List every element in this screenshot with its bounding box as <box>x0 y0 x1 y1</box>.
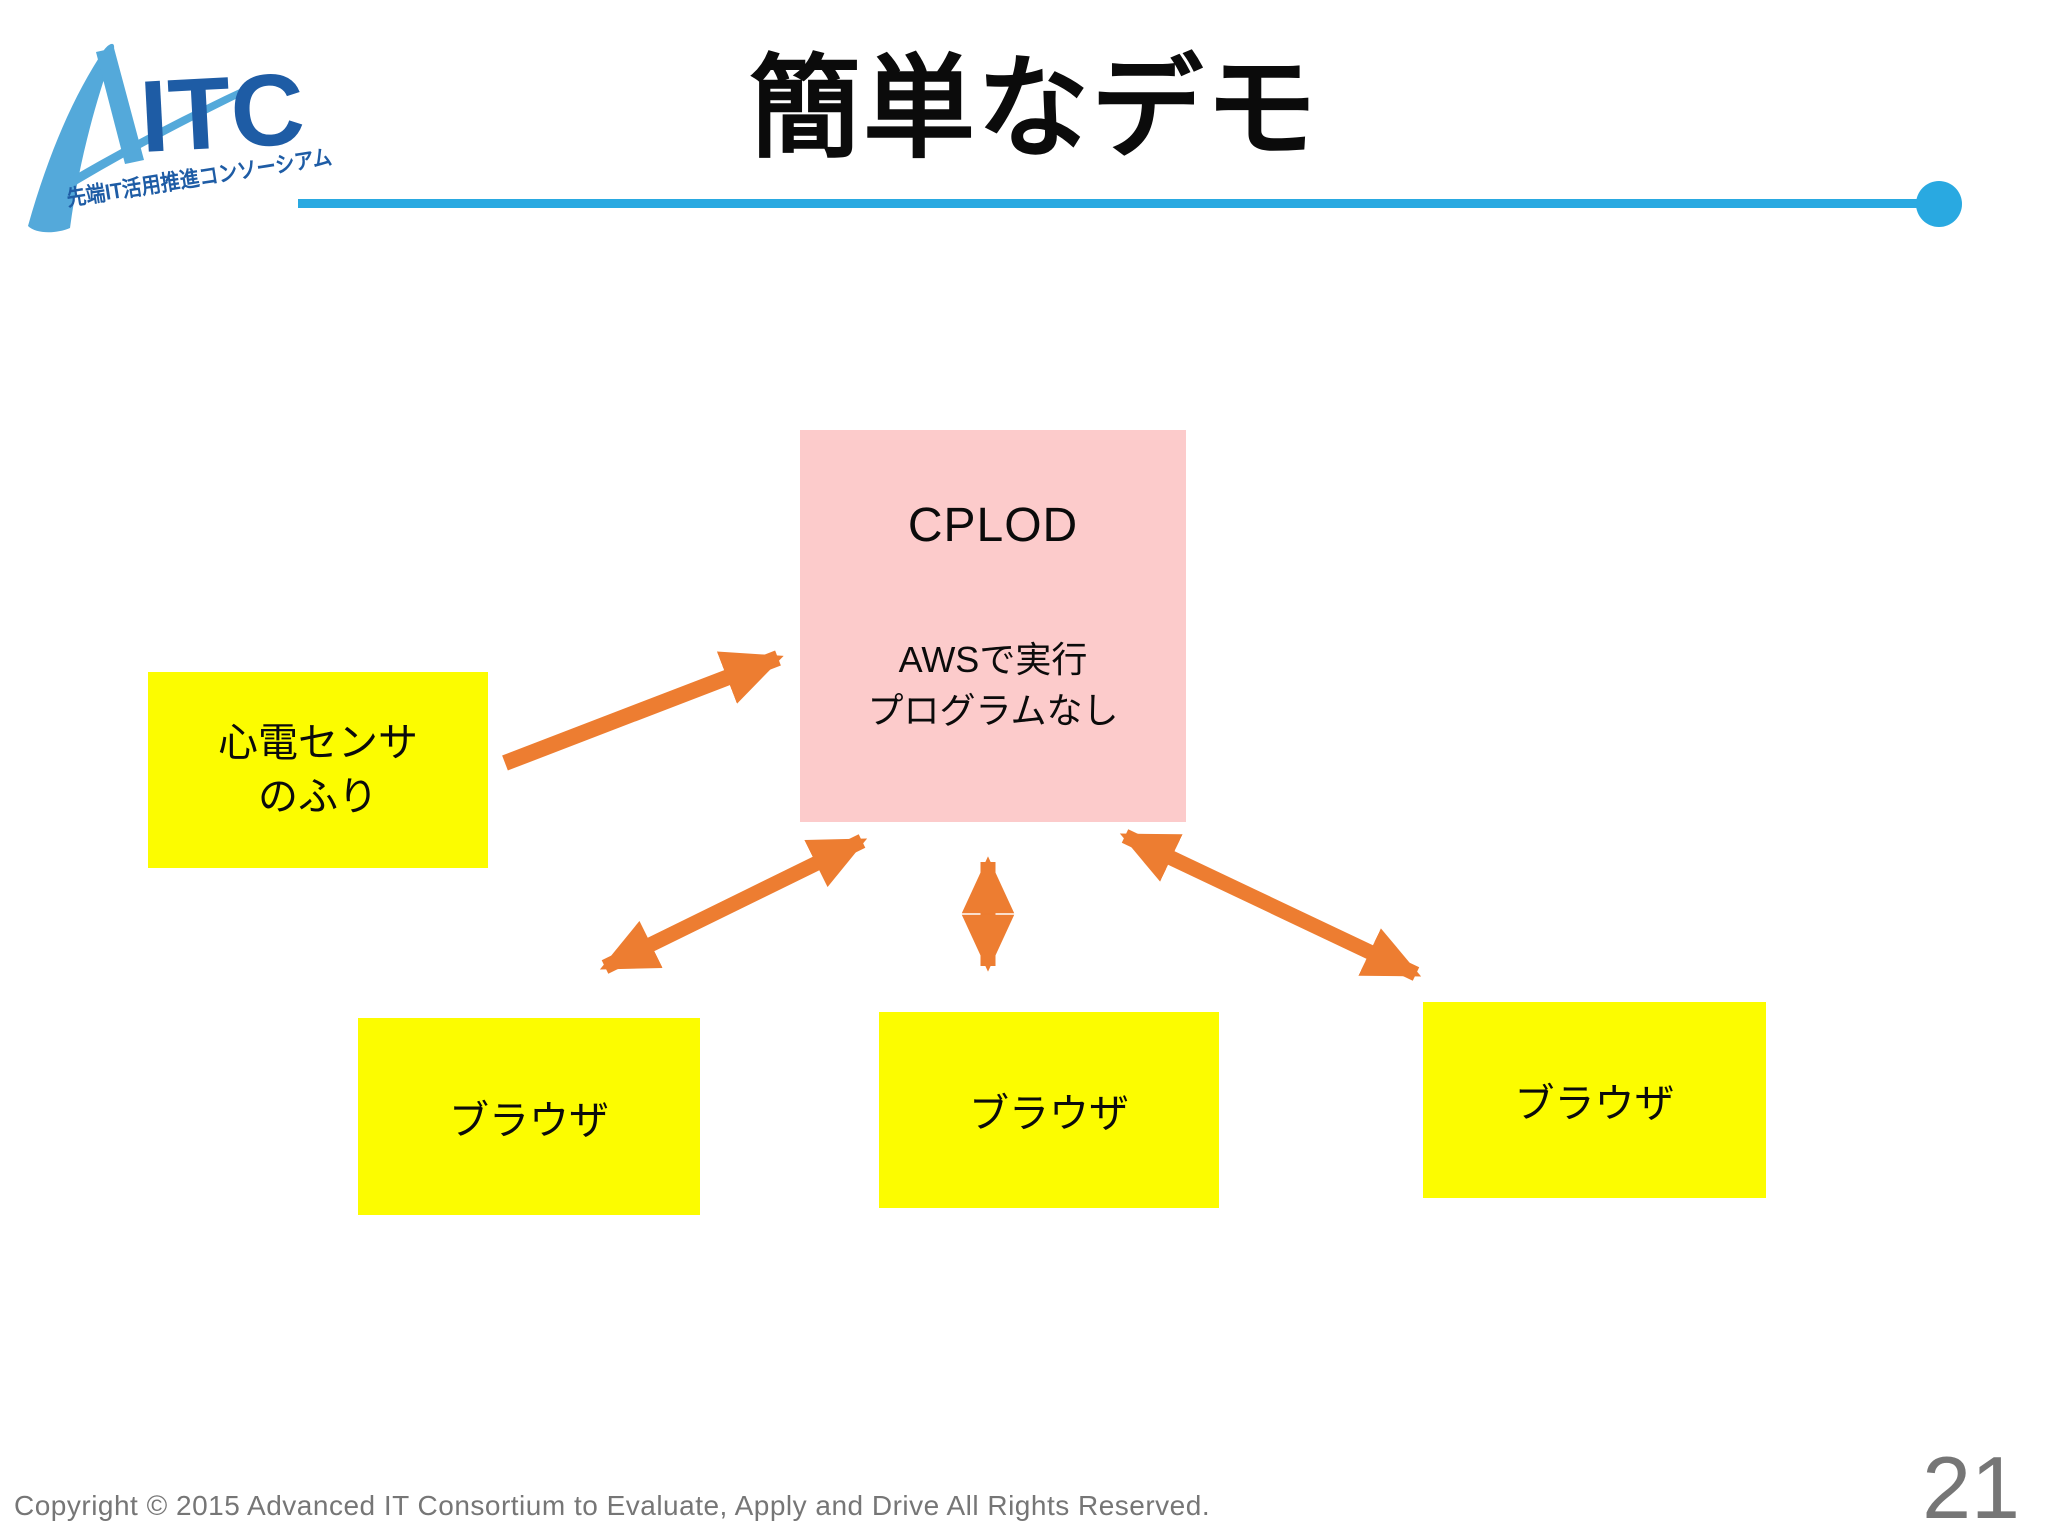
logo-crossbar-icon <box>70 86 248 186</box>
browser-box-left: ブラウザ <box>358 1018 700 1215</box>
browser-box-label: ブラウザ <box>969 1092 1129 1136</box>
sensor-box-line2: のふり <box>258 775 378 819</box>
cplod-box-line2: プログラムなし <box>867 690 1119 732</box>
logo-a-right-leg-icon <box>96 48 144 164</box>
title-divider-line <box>298 199 1936 208</box>
cplod-box-title: CPLOD <box>907 499 1079 552</box>
aitc-logo-icon: ITC 先端IT活用推進コンソーシアム <box>28 43 333 233</box>
sensor-box: 心電センサ のふり <box>148 672 488 868</box>
cplod-box-description: AWSで実行 プログラムなし <box>868 634 1119 736</box>
logo-letters: ITC <box>137 52 307 174</box>
browser-box-center: ブラウザ <box>879 1012 1219 1208</box>
browser-box-right: ブラウザ <box>1423 1002 1766 1198</box>
browser-box-label: ブラウザ <box>449 1098 609 1143</box>
arrow-cplod-to-browser-right-icon <box>1119 829 1422 981</box>
arrow-sensor-to-cplod-icon <box>502 650 784 771</box>
title-divider-dot-icon <box>1916 181 1962 227</box>
arrow-cplod-to-browser-left-icon <box>599 834 868 974</box>
cplod-box-line1: AWSで実行 <box>898 639 1088 680</box>
page-title: 簡単なデモ <box>749 46 1319 171</box>
footer-copyright: Copyright © 2015 Advanced IT Consortium … <box>14 1490 1211 1521</box>
browser-box-label: ブラウザ <box>1514 1082 1675 1126</box>
page-number: 21 <box>1922 1438 2020 1537</box>
cplod-box: CPLOD AWSで実行 プログラムなし <box>800 430 1186 822</box>
sensor-box-line1: 心電センサ <box>218 721 418 765</box>
logo-swoosh-icon <box>28 43 115 233</box>
